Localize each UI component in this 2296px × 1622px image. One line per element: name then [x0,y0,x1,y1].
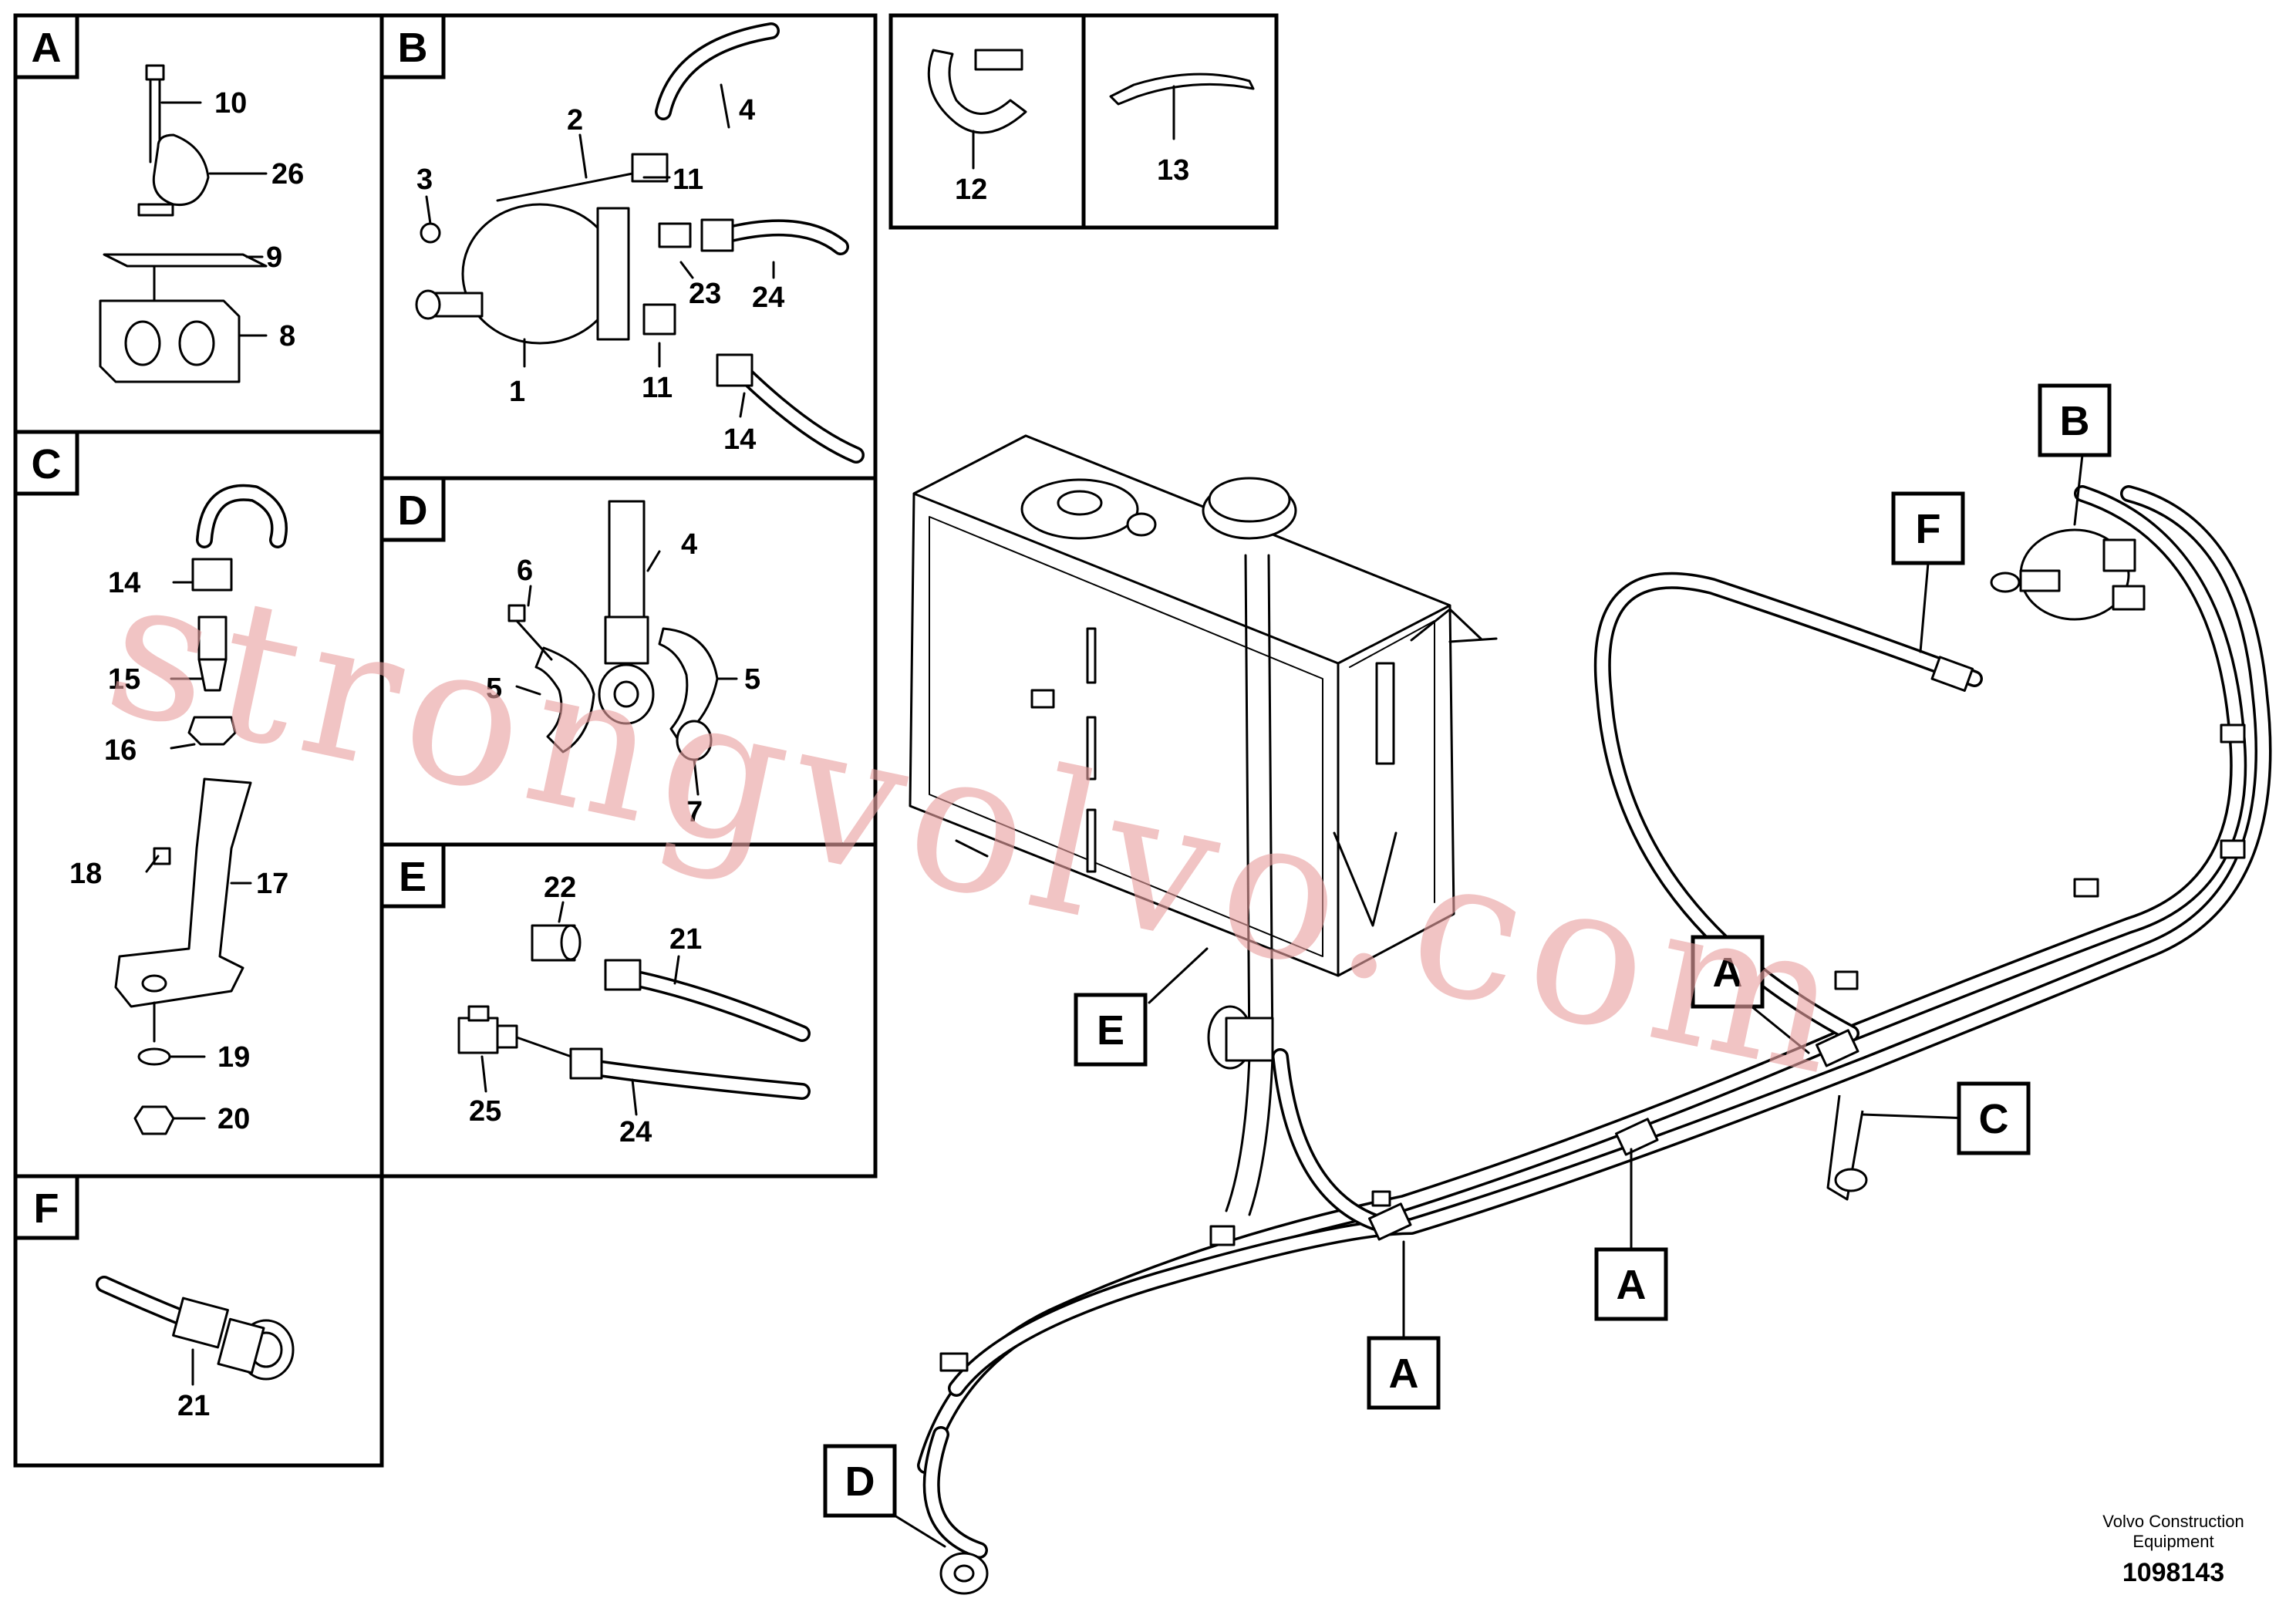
panel-c [13,430,384,1179]
brand-line-1: Volvo Construction [2102,1512,2244,1531]
part-number: 7 [686,796,703,828]
callout-a-label: A [1389,1351,1419,1397]
part-number: 8 [279,320,295,352]
callout-f-label: F [1916,506,1941,552]
part-number: 24 [619,1116,652,1148]
doc-number: 1098143 [2122,1558,2224,1587]
panel-b-letter: B [398,25,428,71]
part-number: 18 [69,858,102,890]
part-number: 15 [108,663,140,696]
callout-d-box [823,1444,897,1518]
flange-d [939,1552,989,1595]
part-number: 20 [217,1103,250,1135]
part-number: 21 [669,923,702,956]
callout-a-label: A [1713,949,1743,996]
panel-e-letter: E [399,854,426,900]
panel-a-letter: A [32,25,62,71]
panel-c-letter: C [32,441,62,487]
part-number: 6 [517,555,533,587]
callout-b-box [2038,383,2112,457]
part-number: 26 [271,158,304,191]
main-assembly [909,434,2272,1595]
callout-e-label: E [1097,1007,1124,1054]
panel-f [13,1174,384,1468]
bracket-c [1826,1094,1868,1201]
part-number: 12 [955,174,987,206]
part-number: 21 [177,1390,210,1422]
brake-valve [1990,528,2146,621]
callout-a-label: A [1617,1262,1647,1308]
part-number: 1 [509,376,525,408]
panel-g [888,13,1086,230]
panel-f-letter: F [34,1185,59,1232]
panel-d [379,476,878,847]
brand-line-2: Equipment [2132,1532,2213,1551]
callout-boxes [823,383,2112,1518]
part-number: 19 [217,1041,250,1074]
callout-a1-box [1691,935,1765,1009]
callout-e-box [1074,993,1148,1067]
callout-f-box [1891,491,1965,565]
part-number: 2 [567,104,583,137]
suction-pipe [1207,554,1274,1216]
callout-b-label: B [2060,398,2090,444]
panel-b [379,13,878,481]
part-number: 4 [681,528,697,561]
part-number: 13 [1157,154,1189,187]
part-number: 5 [486,673,502,705]
callout-c-label: C [1979,1096,2009,1142]
callout-d-label: D [845,1458,875,1505]
callout-c-box [1957,1081,2031,1155]
part-number: 22 [544,872,576,904]
part-number: 14 [108,567,140,599]
part-number: 3 [416,164,433,196]
part-number: 23 [689,278,721,310]
hose-end-f [1930,656,1974,692]
part-number: 4 [739,94,755,126]
callout-leaders [893,454,2084,1548]
panel-h [1081,13,1279,230]
part-number: 16 [104,734,137,767]
part-number: 25 [469,1095,501,1128]
part-number: 24 [752,282,784,314]
panel-d-letter: D [398,487,428,534]
part-number: 11 [642,372,673,404]
part-number: 14 [723,423,756,456]
part-number: 10 [214,87,247,120]
part-number: 17 [256,868,288,900]
callout-a2-box [1594,1247,1668,1321]
part-number: 11 [673,164,703,196]
hydraulic-tank [909,434,1498,977]
part-number: 9 [266,241,282,274]
clamps [939,723,2246,1372]
part-number: 5 [744,663,760,696]
callout-a3-box [1367,1336,1441,1410]
panel-e [379,842,878,1179]
panel-a [13,13,384,434]
